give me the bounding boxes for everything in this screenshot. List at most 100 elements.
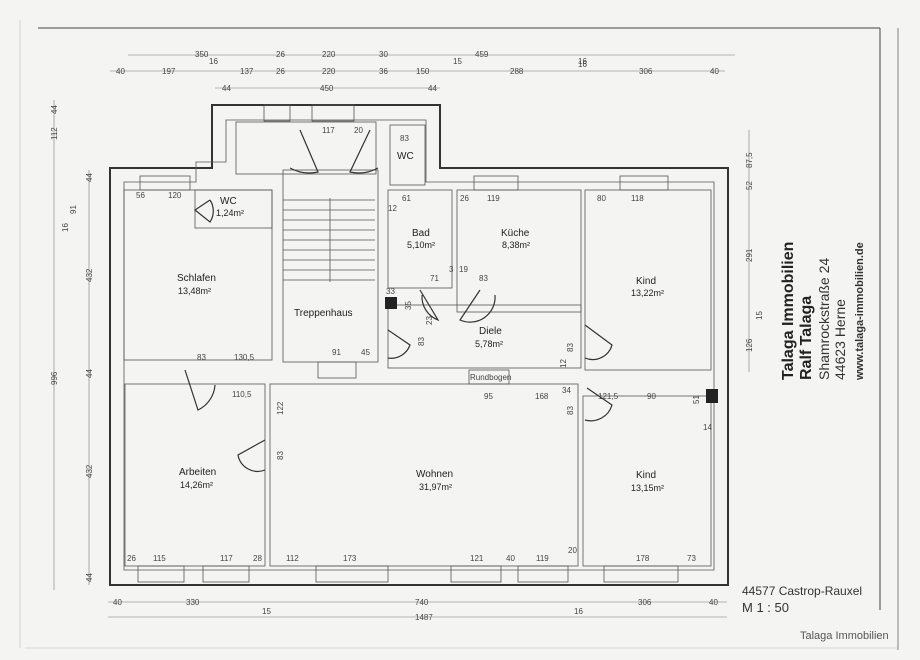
room-name-treppenhaus: Treppenhaus bbox=[294, 308, 353, 319]
svg-text:33: 33 bbox=[386, 287, 395, 296]
svg-text:996: 996 bbox=[50, 371, 59, 385]
svg-text:178: 178 bbox=[636, 554, 650, 563]
left-dimensions: 112 44 996 44 432 44 432 44 16 91 bbox=[50, 100, 94, 590]
svg-text:34: 34 bbox=[562, 386, 571, 395]
svg-text:3: 3 bbox=[449, 265, 454, 274]
room-area-arbeiten: 14,26m² bbox=[180, 480, 213, 490]
svg-text:12: 12 bbox=[388, 204, 397, 213]
room-area-kind-1: 13,22m² bbox=[631, 288, 664, 298]
svg-text:23: 23 bbox=[425, 316, 434, 325]
svg-text:40: 40 bbox=[113, 598, 122, 607]
svg-text:350: 350 bbox=[195, 50, 209, 59]
room-labels: WC 1,24m² Schlafen 13,48m² Treppenhaus W… bbox=[177, 151, 664, 493]
room-name-diele: Diele bbox=[479, 326, 502, 337]
plan-scale: M 1 : 50 bbox=[742, 600, 789, 615]
svg-text:51: 51 bbox=[692, 395, 701, 404]
city-address: 44623 Herne bbox=[832, 299, 848, 380]
svg-text:83: 83 bbox=[479, 274, 488, 283]
room-name-kind-1: Kind bbox=[636, 276, 656, 287]
room-area-kueche: 8,38m² bbox=[502, 240, 530, 250]
svg-text:83: 83 bbox=[566, 343, 575, 352]
svg-text:15: 15 bbox=[453, 57, 462, 66]
svg-text:168: 168 bbox=[535, 392, 549, 401]
svg-text:15: 15 bbox=[262, 607, 271, 616]
svg-text:291: 291 bbox=[745, 248, 754, 262]
svg-text:117: 117 bbox=[322, 126, 335, 135]
svg-text:16: 16 bbox=[578, 60, 587, 69]
svg-text:44: 44 bbox=[85, 173, 94, 182]
svg-text:119: 119 bbox=[487, 194, 500, 203]
svg-text:26: 26 bbox=[127, 554, 136, 563]
svg-text:459: 459 bbox=[475, 50, 489, 59]
svg-text:83: 83 bbox=[417, 337, 426, 346]
svg-text:122: 122 bbox=[276, 401, 285, 415]
room-name-arbeiten: Arbeiten bbox=[179, 467, 216, 478]
room-area-wc: 1,24m² bbox=[216, 208, 244, 218]
svg-text:26: 26 bbox=[276, 67, 285, 76]
svg-text:220: 220 bbox=[322, 50, 336, 59]
svg-text:197: 197 bbox=[162, 67, 176, 76]
svg-text:16: 16 bbox=[578, 57, 587, 66]
room-name-wc-upper: WC bbox=[397, 151, 414, 162]
svg-text:16: 16 bbox=[61, 223, 70, 232]
svg-text:20: 20 bbox=[354, 126, 363, 135]
svg-text:150: 150 bbox=[416, 67, 430, 76]
svg-text:19: 19 bbox=[459, 265, 468, 274]
room-area-wohnen: 31,97m² bbox=[419, 482, 452, 492]
right-dimensions: 126 15 291 52 87,5 bbox=[745, 130, 764, 372]
svg-text:44: 44 bbox=[428, 84, 437, 93]
svg-text:112: 112 bbox=[286, 554, 299, 563]
company-name: Talaga Immobilien bbox=[780, 241, 797, 380]
svg-text:83: 83 bbox=[400, 134, 409, 143]
svg-text:71: 71 bbox=[430, 274, 439, 283]
room-name-wohnen: Wohnen bbox=[416, 469, 453, 480]
svg-text:450: 450 bbox=[320, 84, 334, 93]
svg-text:91: 91 bbox=[332, 348, 341, 357]
svg-text:126: 126 bbox=[745, 338, 754, 352]
room-area-schlafen: 13,48m² bbox=[178, 286, 211, 296]
shaft-icon bbox=[385, 297, 397, 309]
watermark: Talaga Immobilien bbox=[800, 630, 889, 642]
svg-text:87,5: 87,5 bbox=[745, 152, 754, 168]
svg-text:35: 35 bbox=[404, 301, 413, 310]
svg-text:83: 83 bbox=[276, 451, 285, 460]
svg-text:220: 220 bbox=[322, 67, 336, 76]
shaft-icon bbox=[706, 389, 718, 403]
svg-text:121,5: 121,5 bbox=[598, 392, 619, 401]
svg-text:16: 16 bbox=[209, 57, 218, 66]
title-block: Talaga Immobilien Ralf Talaga Shamrockst… bbox=[780, 110, 890, 410]
svg-text:120: 120 bbox=[168, 191, 182, 200]
svg-text:44: 44 bbox=[222, 84, 231, 93]
website-link[interactable]: www.talaga-immobilien.de bbox=[854, 242, 866, 380]
plan-location: 44577 Castrop-Rauxel bbox=[742, 584, 863, 598]
svg-text:119: 119 bbox=[536, 554, 549, 563]
svg-text:40: 40 bbox=[506, 554, 515, 563]
svg-text:14: 14 bbox=[703, 423, 712, 432]
interior-dimensions: 117 20 83 61 12 26 119 80 118 56 120 83 … bbox=[127, 126, 712, 563]
svg-text:117: 117 bbox=[220, 554, 233, 563]
svg-text:91: 91 bbox=[69, 205, 78, 214]
doors bbox=[184, 129, 613, 472]
svg-text:44: 44 bbox=[85, 573, 94, 582]
rundbogen-label: Rundbogen bbox=[470, 373, 511, 382]
svg-text:110,5: 110,5 bbox=[232, 390, 252, 399]
svg-text:173: 173 bbox=[343, 554, 357, 563]
svg-text:83: 83 bbox=[566, 406, 575, 415]
svg-text:83: 83 bbox=[197, 353, 206, 362]
svg-text:306: 306 bbox=[638, 598, 652, 607]
svg-text:118: 118 bbox=[631, 194, 644, 203]
svg-text:28: 28 bbox=[253, 554, 262, 563]
svg-text:52: 52 bbox=[745, 181, 754, 190]
svg-text:40: 40 bbox=[710, 67, 719, 76]
svg-text:288: 288 bbox=[510, 67, 524, 76]
svg-text:330: 330 bbox=[186, 598, 200, 607]
svg-text:26: 26 bbox=[276, 50, 285, 59]
svg-text:61: 61 bbox=[402, 194, 411, 203]
building-walls bbox=[109, 104, 729, 586]
svg-text:40: 40 bbox=[709, 598, 718, 607]
svg-text:56: 56 bbox=[136, 191, 145, 200]
svg-text:12: 12 bbox=[559, 359, 568, 368]
street-address: Shamrockstraße 24 bbox=[816, 257, 832, 380]
